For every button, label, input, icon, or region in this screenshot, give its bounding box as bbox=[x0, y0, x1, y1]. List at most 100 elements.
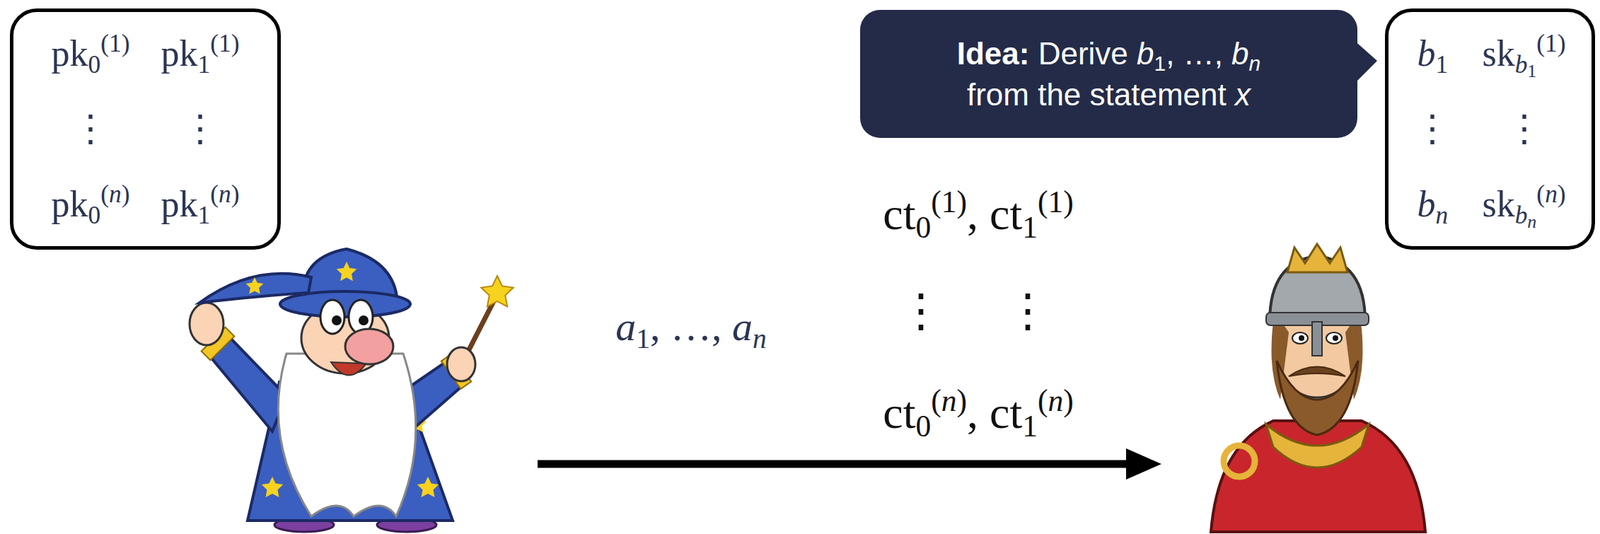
king-illustration bbox=[1210, 244, 1426, 532]
text-run: (1) bbox=[1037, 184, 1074, 219]
text-run: ) bbox=[121, 179, 131, 208]
text-run: ⋮ bbox=[181, 108, 219, 149]
text-run: ( bbox=[1037, 383, 1049, 418]
text-run: ⋮ bbox=[1413, 108, 1451, 149]
text-run: a bbox=[732, 303, 753, 350]
text-run: pk bbox=[161, 33, 199, 74]
text-run: n bbox=[752, 323, 767, 355]
text-run: sk bbox=[1481, 183, 1515, 225]
wizard-pupil bbox=[331, 315, 342, 326]
node-text: ⋮ bbox=[181, 106, 219, 151]
node-text: pk0(n) bbox=[51, 182, 131, 227]
text-run: 1 bbox=[198, 200, 211, 230]
text-run: (1) bbox=[210, 29, 240, 58]
text-run: (1) bbox=[100, 29, 130, 58]
node-text: b1 bbox=[1417, 31, 1449, 76]
text-run: ) bbox=[1063, 383, 1074, 418]
text-run: (1) bbox=[930, 184, 967, 219]
text-run: ) bbox=[231, 179, 240, 208]
text-run: 1 bbox=[1527, 60, 1537, 82]
king-robe bbox=[1210, 420, 1426, 532]
text-run: b bbox=[1515, 200, 1528, 230]
text-run: b bbox=[1231, 36, 1249, 71]
wizard-hand bbox=[447, 347, 476, 382]
text-run: 0 bbox=[88, 50, 102, 79]
wizard-hand bbox=[189, 302, 224, 346]
text-run: n bbox=[1047, 383, 1064, 418]
text-run: ( bbox=[100, 179, 109, 208]
robe-star bbox=[417, 476, 439, 498]
message-arrow bbox=[537, 448, 1162, 480]
king-pupil bbox=[1298, 335, 1305, 341]
wizard-pupil bbox=[358, 315, 369, 326]
secret-key-box: b1skb1(1)⋮⋮bnskbn(n) bbox=[1384, 8, 1596, 250]
text-run: n bbox=[941, 383, 958, 418]
text-run: 1 bbox=[198, 50, 211, 79]
text-run: b bbox=[1515, 50, 1528, 79]
hat-star bbox=[246, 277, 264, 295]
text-run: 1 bbox=[1022, 408, 1038, 443]
text-run: b bbox=[1417, 183, 1436, 225]
text-run: ⋮ bbox=[898, 285, 944, 336]
robe-star bbox=[261, 476, 283, 498]
public-key-box: pk0(1)pk1(1)⋮⋮pk0(n)pk1(n) bbox=[9, 8, 281, 250]
ciphertext-label-holder: ct0(n), ct1(n) bbox=[882, 386, 1074, 441]
wizard-beard bbox=[277, 353, 416, 517]
text-run: ⋮ bbox=[1505, 108, 1543, 149]
node-text: Idea: Derive b1, …, bn from the statemen… bbox=[957, 33, 1261, 114]
text-run: n bbox=[218, 179, 232, 208]
text-run: ct bbox=[882, 387, 916, 438]
node-text: pk1(n) bbox=[161, 182, 240, 227]
text-run: ( bbox=[210, 179, 219, 208]
ciphertext-label-holder: ct0(1), ct1(1) bbox=[882, 187, 1074, 242]
text-run: n bbox=[1249, 51, 1262, 75]
text-run: a bbox=[615, 303, 636, 350]
text-run: , ct bbox=[966, 387, 1023, 438]
text-run: ⋮ bbox=[72, 108, 109, 149]
wand-star bbox=[480, 275, 514, 307]
wizard-eye bbox=[320, 299, 345, 334]
text-run: from the statement bbox=[966, 77, 1236, 112]
text-run: 0 bbox=[915, 210, 931, 245]
wizard-illustration bbox=[189, 248, 514, 532]
node-text: bn bbox=[1417, 182, 1449, 227]
king-pupil bbox=[1332, 335, 1339, 341]
text-run: n bbox=[1544, 179, 1558, 208]
text-run: x bbox=[1235, 77, 1251, 112]
vertical-ellipsis-holder: ⋮ bbox=[1005, 284, 1051, 339]
text-run: ( bbox=[1536, 179, 1545, 208]
text-run: b bbox=[1417, 33, 1436, 74]
text-run: n bbox=[108, 179, 122, 208]
text-run: 0 bbox=[915, 408, 931, 443]
hat-star bbox=[336, 261, 358, 281]
node-text: ⋮ bbox=[1413, 106, 1451, 151]
text-run: 0 bbox=[88, 200, 102, 230]
text-run: ) bbox=[957, 383, 968, 418]
message-label: a1, …, an bbox=[615, 302, 767, 352]
text-run: ) bbox=[1557, 179, 1567, 208]
node-text: ⋮ bbox=[72, 106, 109, 151]
text-run: Derive bbox=[1029, 36, 1137, 71]
idea-callout: Idea: Derive b1, …, bn from the statemen… bbox=[860, 9, 1358, 138]
text-run: ct bbox=[882, 188, 916, 240]
text-run: sk bbox=[1481, 33, 1515, 74]
vertical-ellipsis: ⋮ bbox=[898, 284, 944, 339]
text-run: ⋮ bbox=[1005, 285, 1051, 336]
node-text: skbn(n) bbox=[1481, 182, 1566, 227]
text-run: b bbox=[1136, 36, 1154, 71]
nose-guard bbox=[1312, 321, 1323, 356]
vertical-ellipsis-holder: ⋮ bbox=[898, 284, 944, 339]
text-run: 1 bbox=[1435, 50, 1449, 79]
text-run: (1) bbox=[1536, 29, 1566, 58]
node-text: ⋮ bbox=[1505, 106, 1543, 151]
text-run: , ct bbox=[966, 188, 1023, 240]
text-run: Idea: bbox=[957, 36, 1030, 71]
text-run: pk bbox=[51, 183, 89, 225]
text-run: pk bbox=[161, 183, 199, 225]
king-eye bbox=[1326, 332, 1342, 344]
text-run: , …, bbox=[650, 303, 733, 350]
king-crown bbox=[1287, 244, 1348, 273]
node-text: pk0(1) bbox=[51, 31, 131, 76]
king-brooch bbox=[1223, 445, 1255, 477]
text-run: , …, bbox=[1165, 36, 1232, 71]
